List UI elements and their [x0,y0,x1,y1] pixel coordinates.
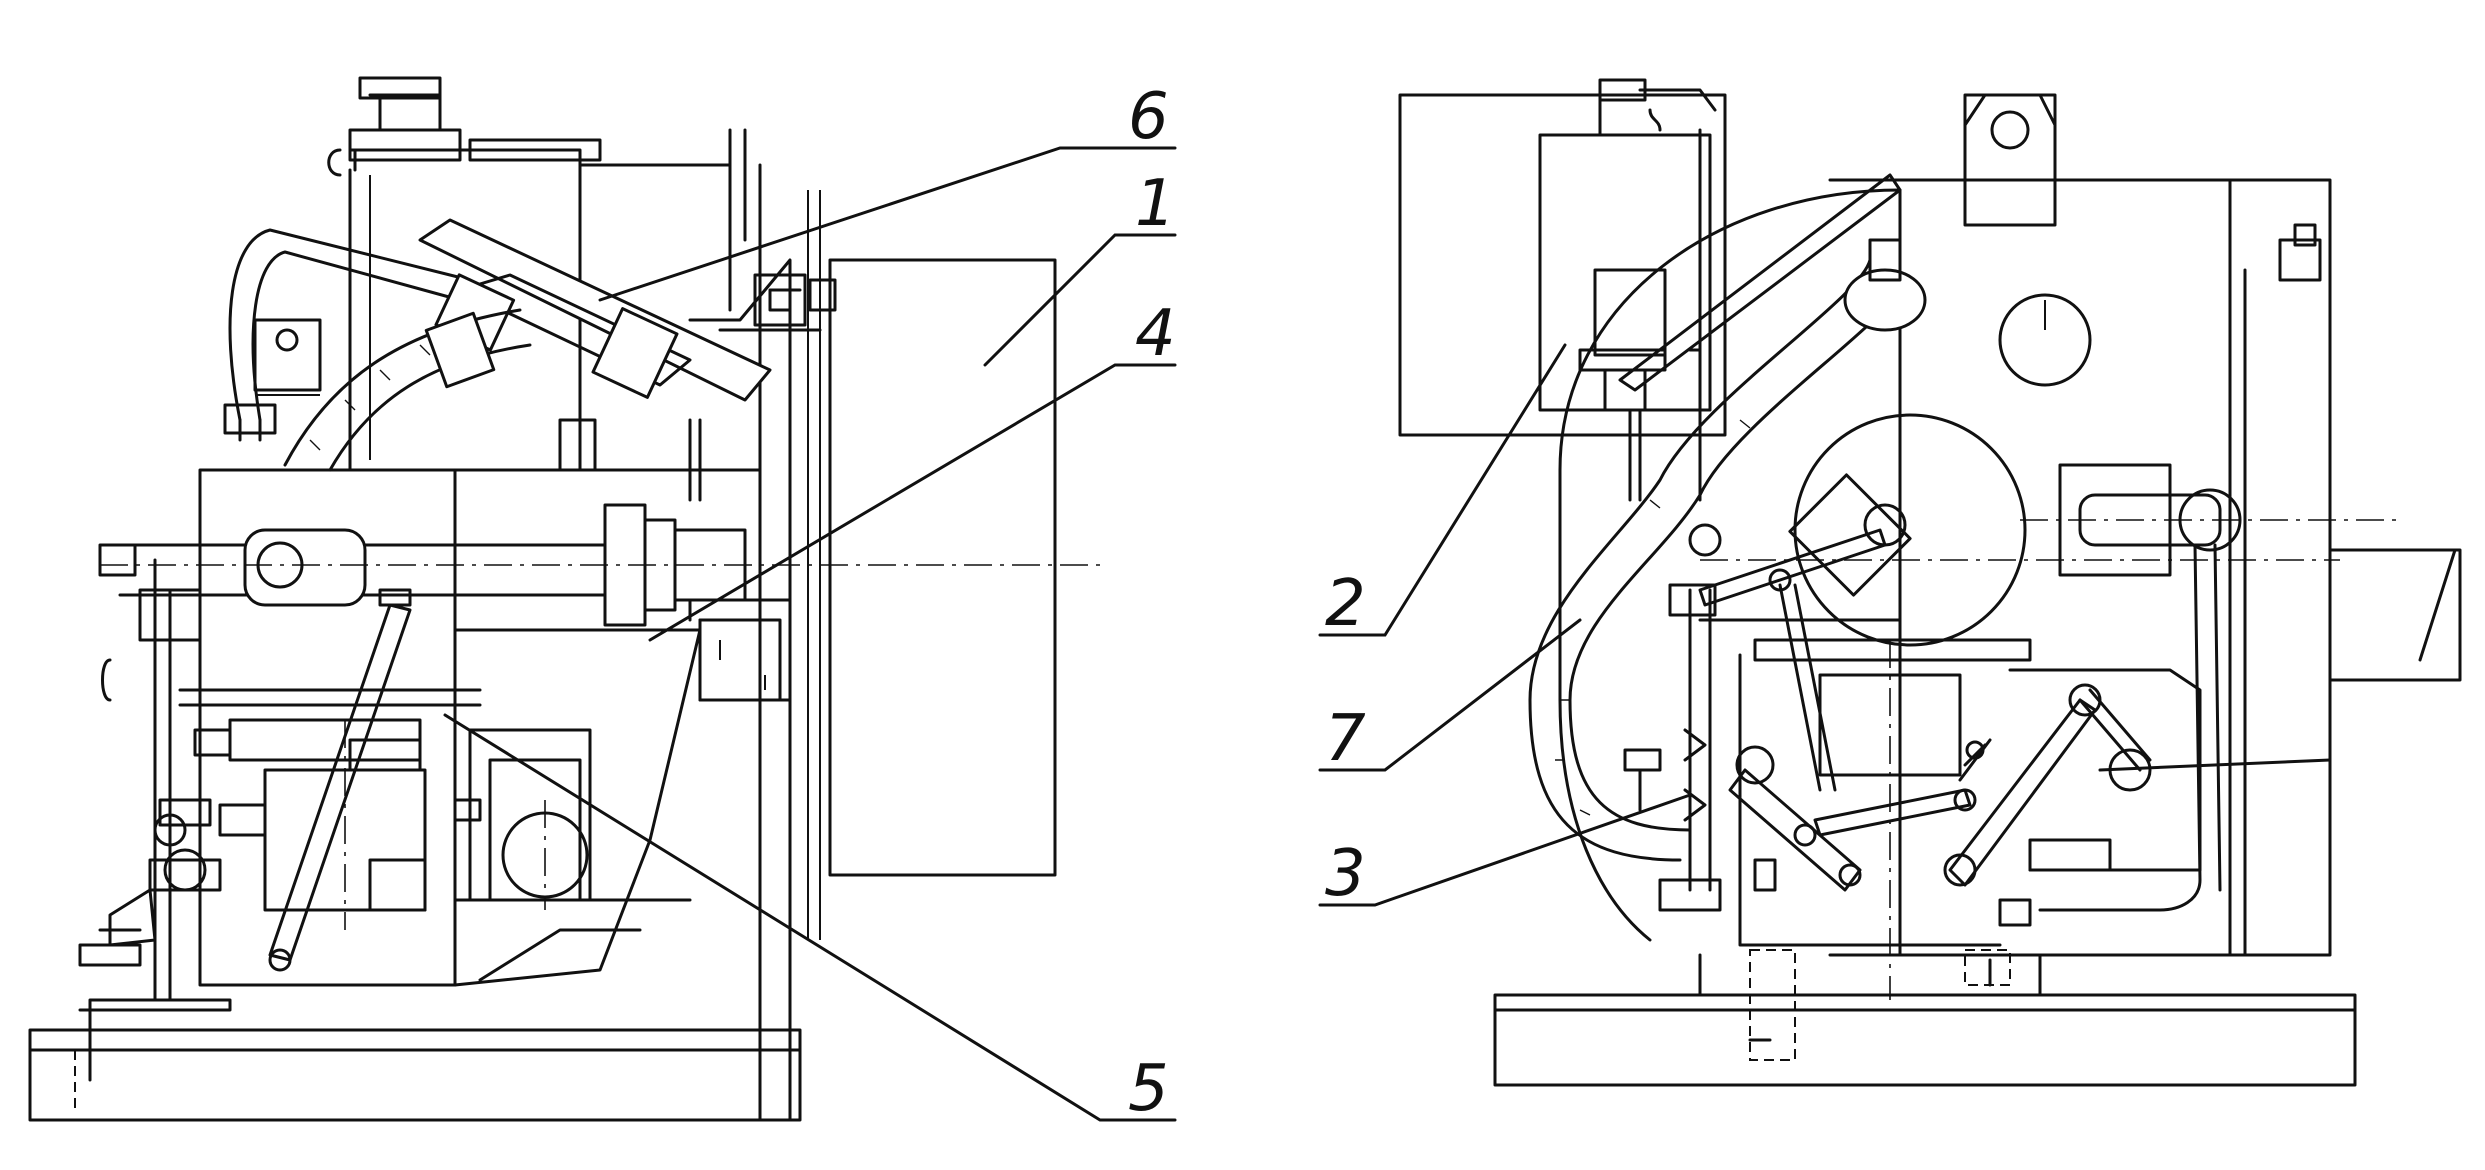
right-vertical-rods [1623,583,1722,912]
callout-5: 5 [443,713,1177,1126]
left-base-frame [28,998,802,1122]
callout-6-label: 6 [1128,80,1169,154]
left-gearbox [193,718,427,930]
left-top-valve [688,273,837,502]
right-upper-box [1398,78,1727,502]
right-curved-hose [1528,238,1927,862]
callout-4-label: 4 [1135,297,1176,371]
left-diagonal-rod [268,588,412,972]
callout-1: 1 [983,167,1177,367]
callout-3: 3 [1318,793,1692,911]
right-gearbox [1738,638,2202,1000]
left-motor-window [453,728,592,910]
left-housing-1 [828,258,1057,877]
callout-7-label: 7 [1325,702,1366,776]
right-linkage [1698,473,2332,892]
callouts: 6 1 4 5 2 7 3 [443,80,1692,1126]
callout-1-label: 1 [1135,167,1176,241]
right-rear-panel [1828,93,2462,957]
callout-3-label: 3 [1325,837,1366,911]
callout-4: 4 [648,297,1177,642]
left-main-shaft [100,503,1100,627]
right-motor [2020,463,2400,912]
left-view [28,76,1100,1122]
callout-2: 2 [1318,343,1567,641]
right-base [1493,949,2357,1087]
left-side-fittings [78,543,222,1002]
right-view [1398,78,2462,1087]
right-drum [1558,188,2027,957]
left-column-plate [688,190,822,1122]
callout-5-label: 5 [1128,1052,1169,1126]
left-hook-pipe [688,598,792,702]
right-thin-rod [1618,173,1902,392]
callout-6: 6 [598,80,1177,302]
callout-2-label: 2 [1325,567,1366,641]
left-flex-hose [283,308,532,472]
left-top-bracket [253,318,322,396]
callout-7: 7 [1318,618,1582,776]
